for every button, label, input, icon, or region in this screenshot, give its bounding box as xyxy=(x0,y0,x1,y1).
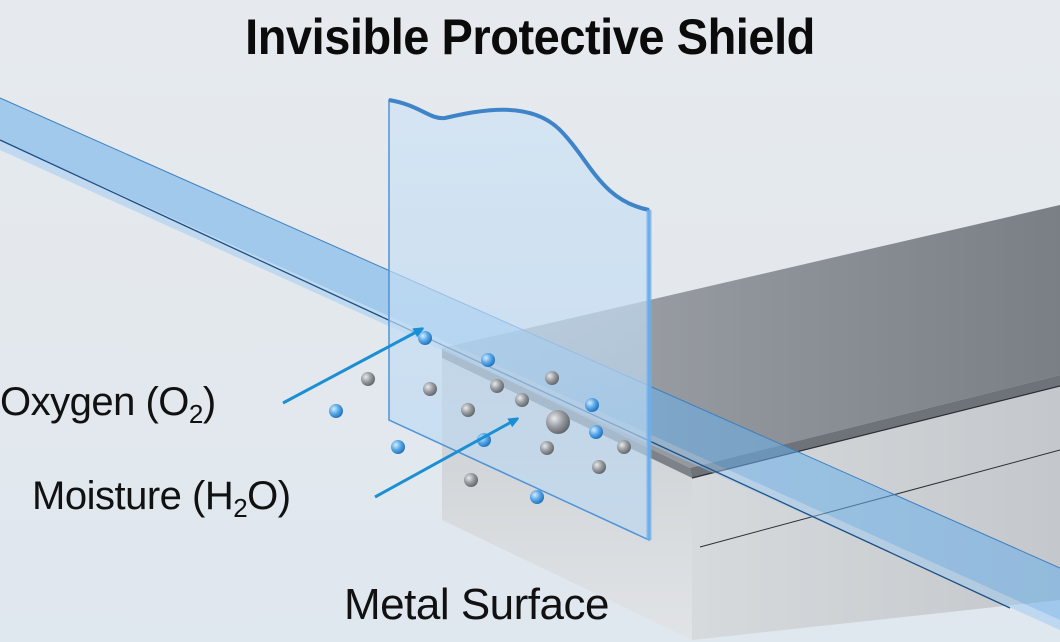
moisture-label-tail: O) xyxy=(247,474,291,518)
oxygen-label-tail: ) xyxy=(202,380,216,424)
moisture-label-subscript: 2 xyxy=(233,493,248,523)
oxygen-arrow xyxy=(282,330,420,405)
protective-shield xyxy=(388,98,652,542)
diagram-title: Invisible Protective Shield xyxy=(245,9,815,65)
oxygen-label: Oxygen (O2) xyxy=(0,380,216,430)
moisture-arrow xyxy=(374,420,515,499)
moisture-label-text: Moisture (H xyxy=(32,474,234,518)
oxygen-label-text: Oxygen (O xyxy=(0,380,189,424)
metal-surface-label: Metal Surface xyxy=(344,580,609,629)
moisture-label: Moisture (H2O) xyxy=(32,474,291,524)
oxygen-label-subscript: 2 xyxy=(188,399,203,429)
